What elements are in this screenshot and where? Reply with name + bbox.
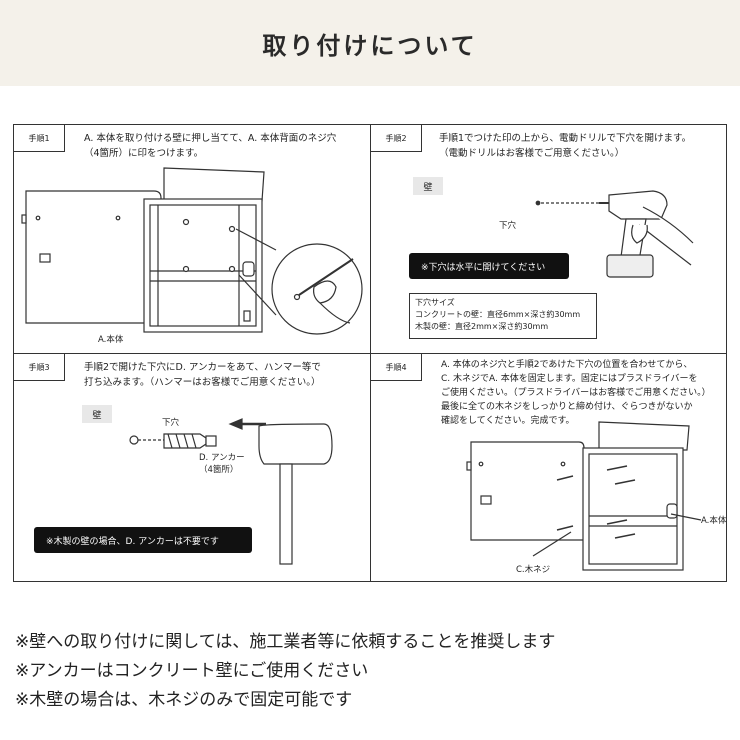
page-title: 取り付けについて <box>262 31 478 60</box>
step-2-wall-tag: 壁 <box>413 177 443 195</box>
step-2-text: 手順1でつけた印の上から、電動ドリルで下穴を開けます。 （電動ドリルはお客様でご… <box>439 133 692 159</box>
step-2-illustration <box>535 190 694 278</box>
header-banner: 取り付けについて <box>0 0 740 86</box>
step-1-panel: 手順1 A. 本体を取り付ける壁に押し当てて、A. 本体背面のネジ穴 （4箇所）… <box>14 125 371 354</box>
step-3-tab: 手順3 <box>14 354 65 381</box>
step-1-illustration <box>21 167 363 335</box>
instruction-grid: 手順1 A. 本体を取り付ける壁に押し当てて、A. 本体背面のネジ穴 （4箇所）… <box>13 124 727 582</box>
footer-note-1: ※壁への取り付けに関しては、施工業者等に依頼することを推奨します <box>15 632 556 652</box>
step-2-tab: 手順2 <box>371 125 422 152</box>
footer-note-2: ※アンカーはコンクリート壁にご使用ください <box>15 661 369 681</box>
step-1-body-label: A.本体 <box>98 335 124 345</box>
step-4-screw-label: C.木ネジ <box>516 565 551 575</box>
step-4-tab: 手順4 <box>371 354 422 381</box>
footer-notes: ※壁への取り付けに関しては、施工業者等に依頼することを推奨します ※アンカーはコ… <box>15 628 730 715</box>
step-1-tab: 手順1 <box>14 125 65 152</box>
step-3-anchor-label: D. アンカー （4箇所） <box>199 453 245 475</box>
step-4-body-label: A.本体 <box>701 516 727 526</box>
step-3-panel: 手順3 手順2で開けた下穴にD. アンカーをあて、ハンマー等で 打ち込みます。（… <box>14 354 371 581</box>
step-4-text: A. 本体のネジ穴と手順2であけた下穴の位置を合わせてから、 C. 木ネジでA.… <box>441 360 711 426</box>
step-2-panel: 手順2 手順1でつけた印の上から、電動ドリルで下穴を開けます。 （電動ドリルはお… <box>371 125 726 354</box>
step-3-note: ※木製の壁の場合、D. アンカーは不要です <box>34 527 252 553</box>
footer-note-3: ※木壁の場合は、木ネジのみで固定可能です <box>15 690 353 710</box>
step-4-illustration <box>466 421 702 571</box>
step-2-hole-label: 下穴 <box>499 221 517 231</box>
step-3-text: 手順2で開けた下穴にD. アンカーをあて、ハンマー等で 打ち込みます。（ハンマー… <box>84 362 321 388</box>
step-3-hole-label: 下穴 <box>162 418 180 428</box>
step-4-panel: 手順4 A. 本体のネジ穴と手順2であけた下穴の位置を合わせてから、 C. 木ネ… <box>371 354 726 581</box>
step-1-text: A. 本体を取り付ける壁に押し当てて、A. 本体背面のネジ穴 （4箇所）に印をつ… <box>84 133 337 159</box>
step-3-wall-tag: 壁 <box>82 405 112 423</box>
step-2-note: ※下穴は水平に開けてください <box>409 253 569 279</box>
step-2-size-box: 下穴サイズ コンクリートの壁：直径6mm×深さ約30mm 木製の壁：直径2mm×… <box>409 293 597 339</box>
step-3-illustration <box>129 418 333 565</box>
